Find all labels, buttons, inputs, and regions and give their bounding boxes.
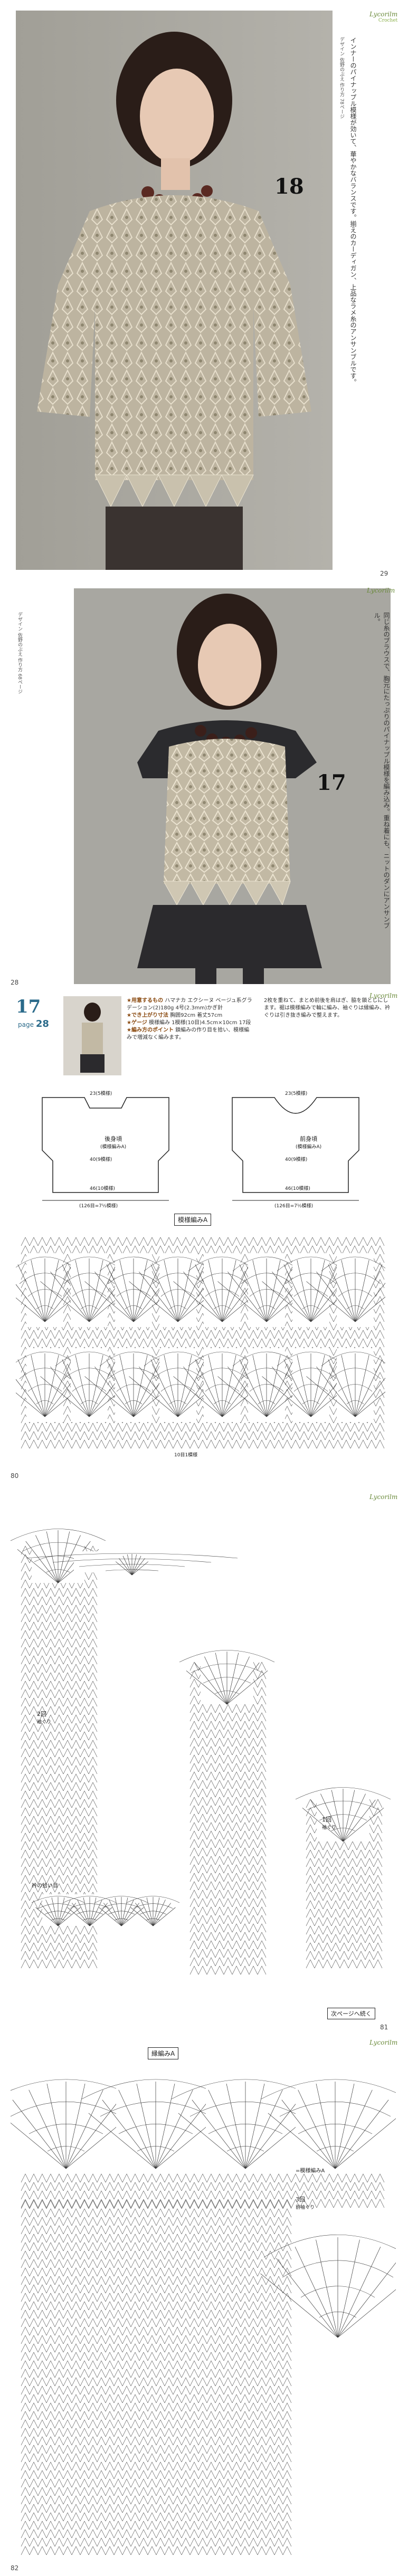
model-photo-18: [16, 11, 333, 570]
continue-next-page: 次ページへ続く: [327, 2008, 375, 2019]
round-2-label: 2回袖ぐり: [37, 1711, 52, 1725]
brand-logo: Lycorilm: [369, 2039, 398, 2046]
crochet-chart-armhole: [11, 1525, 391, 1975]
front-schematic: [232, 1097, 359, 1201]
back-schematic: [42, 1097, 169, 1201]
page-number: 80: [11, 1472, 19, 1480]
page-reference: page 28: [18, 1018, 49, 1029]
round-3-label: 3回前袖ぐり: [296, 2196, 315, 2210]
back-width-mid: 40(9模様): [90, 1157, 112, 1162]
front-width-bottom: 46(10模様): [285, 1186, 310, 1191]
crochet-chart-a: [16, 1237, 385, 1448]
model-photo-17: [74, 588, 391, 984]
edging-chart-title: 縁編みA: [148, 2047, 179, 2059]
page-28: 17 同じ糸のブラウスで、胸元にたっぷりのパイナップル模様を編み込み。重ね着にも…: [0, 580, 408, 992]
neck-pickup-title: 衿の拾い目: [32, 1883, 58, 1889]
page-29: 18 インナーのパイナップル模様が効いて、華やかなバランスです。揃えのカーディガ…: [0, 0, 408, 580]
brand-logo: Lycorilm: [369, 992, 398, 999]
page-number: 82: [11, 2564, 19, 2572]
front-label: 前身頃(模様編みA): [296, 1136, 322, 1150]
instruction-column-1: ★用意するもの ハマナカ エクシーヌ ベージュ系グラデーション(2)180g 4…: [127, 998, 252, 1041]
chart-note: 10目1模様: [174, 1453, 198, 1458]
back-bottom-stitches: (126目=7½模様): [79, 1204, 118, 1209]
pattern-number: 17: [16, 996, 41, 1017]
back-width-bottom: 46(10模様): [90, 1186, 115, 1191]
pattern-a-marker: =模様編みA: [296, 2168, 325, 2174]
design-credit: デザイン 佐野のぶえ 作り方 78ページ: [339, 37, 344, 119]
page-number: 81: [380, 2024, 388, 2031]
back-label: 後身頃(模様編みA): [100, 1136, 127, 1150]
instruction-column-2: 2枚を重ねて、まとめ前後を肩はぎ、脇を鎖とじにします。裾は模様編みで輪に編み、袖…: [264, 998, 390, 1018]
page-80: 17 page 28 ★用意するもの ハマナカ エクシーヌ ベージュ系グラデーシ…: [0, 992, 408, 1488]
front-width-top: 23(5模様): [285, 1091, 308, 1096]
front-width-mid: 40(9模様): [285, 1157, 308, 1162]
page-81: Lycorilm 2回袖ぐり 1回袖ぐり 衿の拾い目 次ページへ続く 81: [0, 1488, 408, 2037]
model-number: 18: [274, 174, 304, 199]
model-number: 17: [317, 770, 346, 795]
round-1-label: 1回袖ぐり: [322, 1816, 337, 1830]
design-credit: デザイン 佐野のぶえ 作り方 68ページ: [17, 612, 22, 694]
back-width-top: 23(5模様): [90, 1091, 112, 1096]
chart-title: 模様編みA: [174, 1214, 212, 1226]
crochet-chart-edging: [11, 2079, 396, 2555]
brand-logo: Lycorilm: [367, 587, 395, 594]
page-number: 29: [380, 570, 388, 577]
brand-logo: Lycorilm: [369, 1493, 398, 1501]
page-number: 28: [11, 979, 19, 986]
photo-caption: インナーのパイナップル模様が効いて、華やかなバランスです。揃えのカーディガン、上…: [349, 37, 357, 385]
photo-caption: 同じ糸のブラウスで、胸元にたっぷりのパイナップル模様を編み込み。重ね着にも、ニッ…: [373, 612, 390, 929]
page-82: Lycorilm 縁編みA =模様編みA 3回前袖ぐり 82: [0, 2037, 408, 2576]
thumbnail-photo: [63, 996, 121, 1075]
front-bottom-stitches: (126目=7½模様): [274, 1204, 314, 1209]
